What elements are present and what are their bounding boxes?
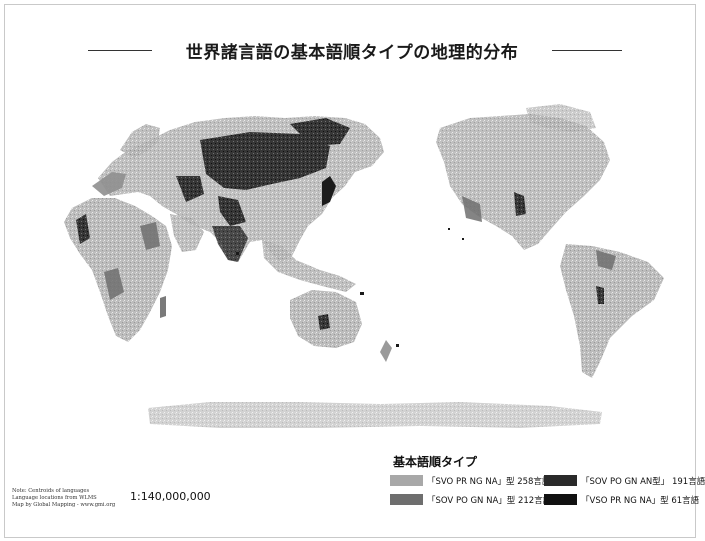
title-rule-left — [88, 50, 152, 51]
map-scale: 1:140,000,000 — [130, 490, 211, 503]
island-dots — [236, 228, 464, 347]
landmass-europe — [120, 124, 160, 158]
legend-swatch — [390, 494, 423, 505]
landmass-greenland — [526, 104, 596, 132]
landmass-arabia — [170, 214, 204, 252]
landmass-southeast-asia — [262, 240, 356, 292]
legend-swatch — [544, 475, 577, 486]
legend-label: 「SOV PO GN NA」型 212言語 — [427, 496, 552, 506]
legend-label: 「SOV PO GN AN型」 191言語 — [581, 477, 705, 487]
note-line: Language locations from WLMS — [12, 495, 97, 501]
note-line: Map by Global Mapping - www.gmi.org — [12, 502, 116, 508]
title-row: 世界諸言語の基本語順タイプの地理的分布 — [0, 38, 700, 64]
landmass-antarctica — [148, 402, 602, 428]
landmass-japan — [322, 176, 336, 206]
legend: 「SVO PR NG NA」型 258言語 「SOV PO GN NA」型 21… — [390, 474, 705, 530]
legend-label: 「VSO PR NG NA」型 61言語 — [581, 496, 700, 506]
landmass-madagascar — [160, 296, 166, 318]
legend-label: 「SVO PR NG NA」型 258言語 — [427, 477, 551, 487]
type-cluster-dark — [76, 118, 604, 330]
landmass-south-america — [560, 244, 664, 378]
title-rule-right — [552, 50, 622, 51]
map-notes: Note: Centroids of languages Language lo… — [12, 488, 115, 509]
map-frame — [4, 4, 696, 538]
legend-swatch — [390, 475, 423, 486]
landmass-new-zealand — [380, 340, 392, 362]
map-title: 世界諸言語の基本語順タイプの地理的分布 — [185, 43, 519, 63]
legend-swatch — [544, 494, 577, 505]
landmass-iberia — [92, 172, 126, 196]
legend-title: 基本語順タイプ — [393, 455, 478, 469]
landmass-india — [212, 226, 248, 262]
note-line: Note: Centroids of languages — [12, 488, 90, 494]
landmass-north-america — [436, 114, 610, 250]
type-cluster-medium — [104, 196, 616, 300]
